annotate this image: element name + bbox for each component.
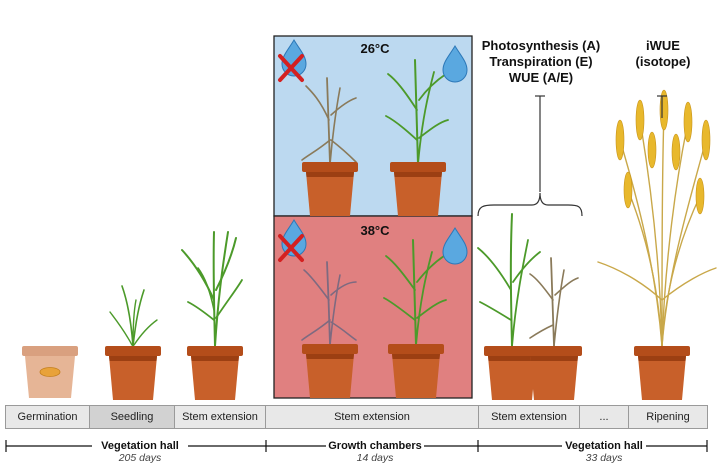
stem-extension-plant-1 (181, 231, 243, 347)
cross-icon (278, 234, 304, 262)
gas-exchange-line-3: WUE (A/E) (508, 70, 574, 85)
phase-2-name: Growth chambers (328, 440, 422, 452)
isotope-line-2: (isotope) (635, 54, 691, 69)
stem-extension-plant-2a (477, 213, 541, 347)
no-water-icon (278, 39, 307, 262)
chamber-temp-hot: 38°C (360, 223, 390, 238)
stage-seedling: Seedling (89, 405, 175, 429)
phase-1-name: Vegetation hall (101, 440, 179, 452)
drought-plant-26c (301, 77, 357, 165)
phase-2: Growth chambers 14 days (322, 440, 428, 464)
drought-plant-38c (301, 261, 357, 346)
phase-3: Vegetation hall 33 days (558, 440, 650, 464)
stage-stem-extension-1: Stem extension (174, 405, 266, 429)
phase-timeline (5, 440, 708, 452)
gas-exchange-line-2: Transpiration (E) (489, 54, 593, 69)
watered-plant-26c (385, 59, 449, 165)
stage-stem-extension-2: Stem extension (265, 405, 479, 429)
phase-1-duration: 205 days (118, 452, 162, 464)
phase-1: Vegetation hall 205 days (88, 440, 192, 464)
gas-exchange-label: Photosynthesis (A) Transpiration (E) WUE… (468, 38, 614, 86)
germination-pot (22, 346, 78, 398)
stem-extension-plant-2b (529, 257, 579, 347)
chamber-38c (273, 215, 473, 399)
stage-ellipsis: ... (579, 405, 629, 429)
measurement-bracket (477, 95, 667, 217)
seedling-plant (109, 285, 158, 347)
isotope-label: iWUE (isotope) (618, 38, 708, 70)
stage-bar: Germination Seedling Stem extension Stem… (5, 405, 708, 429)
ripening-wheat-plant (597, 89, 717, 347)
phase-3-name: Vegetation hall (565, 440, 643, 452)
phase-2-duration: 14 days (356, 452, 394, 464)
gas-exchange-line-1: Photosynthesis (A) (481, 38, 601, 53)
stage-stem-extension-3: Stem extension (478, 405, 580, 429)
watered-plant-38c (383, 239, 447, 346)
stage-ripening: Ripening (628, 405, 708, 429)
isotope-line-1: iWUE (646, 38, 680, 53)
phase-3-duration: 33 days (585, 452, 623, 464)
chamber-temp-cool: 26°C (360, 41, 390, 56)
cross-icon (278, 54, 304, 82)
stage-germination: Germination (5, 405, 90, 429)
seed-icon (39, 367, 61, 377)
